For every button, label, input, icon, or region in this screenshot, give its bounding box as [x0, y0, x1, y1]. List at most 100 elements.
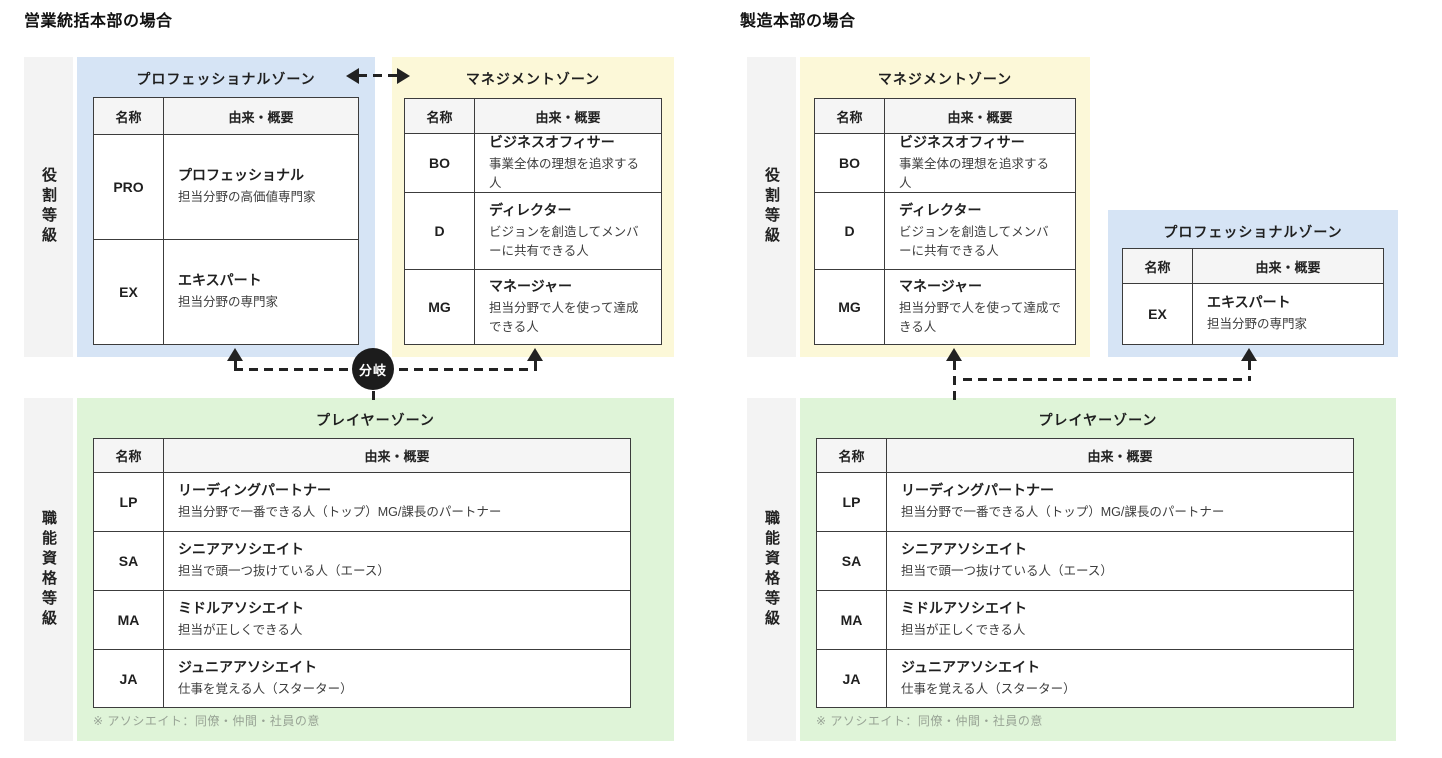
right-professional-zone: プロフェッショナルゾーン 名称 由来・概要 EX エキスパート 担当分野の専門家 [1108, 210, 1398, 357]
table-header-row: 名称 由来・概要 [94, 98, 358, 134]
column-header-desc: 由来・概要 [947, 109, 1013, 125]
table-row: D ディレクター ビジョンを創造してメンバーに共有できる人 [405, 192, 661, 269]
row-name: ビジネスオフィサー [489, 133, 615, 150]
row-name: エキスパート [1207, 294, 1291, 311]
row-desc: 担当分野の専門家 [178, 295, 279, 310]
row-detail: ジュニアアソシエイト 仕事を覚える人（スターター） [887, 650, 1353, 707]
column-header-desc: 由来・概要 [364, 449, 430, 464]
dashed-line [953, 361, 956, 402]
row-name: ディレクター [489, 201, 572, 218]
row-desc: 担当分野で一番できる人（トップ）MG/課長のパートナー [178, 505, 502, 520]
row-name: ディレクター [899, 201, 982, 218]
dashed-line [963, 378, 1251, 381]
row-detail: リーディングパートナー 担当分野で一番できる人（トップ）MG/課長のパートナー [887, 473, 1353, 531]
table-row: SA シニアアソシエイト 担当で頭一つ抜けている人（エース） [94, 531, 630, 590]
table-row: EX エキスパート 担当分野の専門家 [94, 239, 358, 344]
left-player-zone: プレイヤーゾーン 名称 由来・概要 LP リーディングパートナー 担当分野で一番… [77, 398, 674, 741]
associate-footnote: ※ アソシエイト：同僚・仲間・社員の意 [93, 714, 320, 728]
row-detail: シニアアソシエイト 担当で頭一つ抜けている人（エース） [164, 532, 630, 590]
row-detail: マネージャー 担当分野で人を使って達成できる人 [475, 270, 661, 344]
row-desc: 事業全体の理想を追求する人 [899, 156, 1050, 190]
table-row: BO ビジネスオフィサー 事業全体の理想を追求する人 [815, 133, 1075, 192]
row-desc: 担当分野の高価値専門家 [178, 190, 316, 205]
table-row: MG マネージャー 担当分野で人を使って達成できる人 [815, 269, 1075, 344]
row-code: BO [815, 134, 885, 192]
row-code: LP [817, 473, 887, 531]
row-desc: 仕事を覚える人（スターター） [901, 681, 1076, 696]
row-detail: プロフェッショナル 担当分野の高価値専門家 [164, 135, 358, 239]
right-professional-zone-title: プロフェッショナルゾーン [1163, 224, 1343, 240]
row-detail: エキスパート 担当分野の専門家 [1193, 284, 1383, 344]
column-header-name: 名称 [817, 439, 887, 472]
row-code: MA [817, 591, 887, 649]
column-header-desc: 由来・概要 [1087, 449, 1153, 464]
row-detail: ミドルアソシエイト 担当が正しくできる人 [164, 591, 630, 649]
row-code: D [815, 193, 885, 269]
column-header-name: 名称 [405, 99, 475, 133]
row-detail: ビジネスオフィサー 事業全体の理想を追求する人 [475, 134, 661, 192]
branch-node: 分岐 [352, 348, 394, 390]
left-role-grade-axis-bar: 役割等級 [24, 57, 73, 357]
right-management-zone-title: マネジメントゾーン [877, 71, 1013, 87]
right-panel-title: 製造本部の場合 [740, 13, 856, 30]
left-skill-grade-axis-bar: 職能資格等級 [24, 398, 73, 741]
row-name: ミドルアソシエイト [178, 600, 304, 617]
left-panel-title: 営業統括本部の場合 [24, 13, 173, 30]
row-name: シニアアソシエイト [178, 541, 304, 558]
row-code: LP [94, 473, 164, 531]
table-header-row: 名称 由来・概要 [405, 99, 661, 133]
table-header-row: 名称 由来・概要 [1123, 249, 1383, 283]
arrow-up-icon [527, 348, 543, 361]
row-desc: 担当分野の専門家 [1207, 317, 1308, 332]
table-row: EX エキスパート 担当分野の専門家 [1123, 283, 1383, 344]
row-name: エキスパート [178, 272, 262, 289]
table-row: D ディレクター ビジョンを創造してメンバーに共有できる人 [815, 192, 1075, 269]
row-code: MG [815, 270, 885, 344]
column-header-desc: 由来・概要 [228, 109, 294, 125]
left-management-zone-title: マネジメントゾーン [465, 71, 601, 87]
row-desc: ビジョンを創造してメンバーに共有できる人 [899, 224, 1049, 258]
row-name: ミドルアソシエイト [901, 600, 1027, 617]
left-player-zone-title: プレイヤーゾーン [316, 412, 435, 428]
row-detail: ビジネスオフィサー 事業全体の理想を追求する人 [885, 134, 1075, 192]
row-name: マネージャー [899, 277, 983, 294]
table-row: MA ミドルアソシエイト 担当が正しくできる人 [817, 590, 1353, 649]
left-professional-zone-title: プロフェッショナルゾーン [136, 71, 316, 87]
table-row: BO ビジネスオフィサー 事業全体の理想を追求する人 [405, 133, 661, 192]
right-player-table: 名称 由来・概要 LP リーディングパートナー 担当分野で一番できる人（トップ）… [816, 438, 1354, 708]
row-detail: ミドルアソシエイト 担当が正しくできる人 [887, 591, 1353, 649]
row-code: BO [405, 134, 475, 192]
table-header-row: 名称 由来・概要 [817, 439, 1353, 472]
row-desc: 仕事を覚える人（スターター） [178, 681, 353, 696]
table-row: MA ミドルアソシエイト 担当が正しくできる人 [94, 590, 630, 649]
column-header-name: 名称 [1123, 249, 1193, 283]
right-management-table: 名称 由来・概要 BO ビジネスオフィサー 事業全体の理想を追求する人 D ディ… [814, 98, 1076, 345]
row-desc: 担当分野で一番できる人（トップ）MG/課長のパートナー [901, 505, 1225, 520]
right-role-grade-axis-bar: 役割等級 [747, 57, 796, 357]
right-player-zone-title: プレイヤーゾーン [1038, 412, 1158, 428]
right-management-zone: マネジメントゾーン 名称 由来・概要 BO ビジネスオフィサー 事業全体の理想を… [800, 57, 1090, 357]
row-desc: 事業全体の理想を追求する人 [489, 156, 640, 190]
table-row: LP リーディングパートナー 担当分野で一番できる人（トップ）MG/課長のパート… [817, 472, 1353, 531]
row-code: JA [817, 650, 887, 707]
left-player-table: 名称 由来・概要 LP リーディングパートナー 担当分野で一番できる人（トップ）… [93, 438, 631, 708]
row-code: JA [94, 650, 164, 707]
table-row: LP リーディングパートナー 担当分野で一番できる人（トップ）MG/課長のパート… [94, 472, 630, 531]
dashed-line [534, 361, 537, 370]
row-desc: 担当分野で人を使って達成できる人 [899, 300, 1061, 334]
row-name: ジュニアアソシエイト [178, 658, 318, 675]
row-detail: マネージャー 担当分野で人を使って達成できる人 [885, 270, 1075, 344]
right-skill-grade-label: 職能資格等級 [763, 509, 780, 630]
column-header-name: 名称 [94, 98, 164, 134]
row-detail: シニアアソシエイト 担当で頭一つ抜けている人（エース） [887, 532, 1353, 590]
row-code: D [405, 193, 475, 269]
row-desc: 担当分野で人を使って達成できる人 [489, 300, 639, 334]
dashed-line [358, 74, 400, 77]
row-code: EX [1123, 284, 1193, 344]
column-header-name: 名称 [94, 439, 164, 472]
table-row: JA ジュニアアソシエイト 仕事を覚える人（スターター） [94, 649, 630, 707]
row-name: ジュニアアソシエイト [901, 658, 1041, 675]
table-header-row: 名称 由来・概要 [94, 439, 630, 472]
row-detail: ディレクター ビジョンを創造してメンバーに共有できる人 [475, 193, 661, 269]
